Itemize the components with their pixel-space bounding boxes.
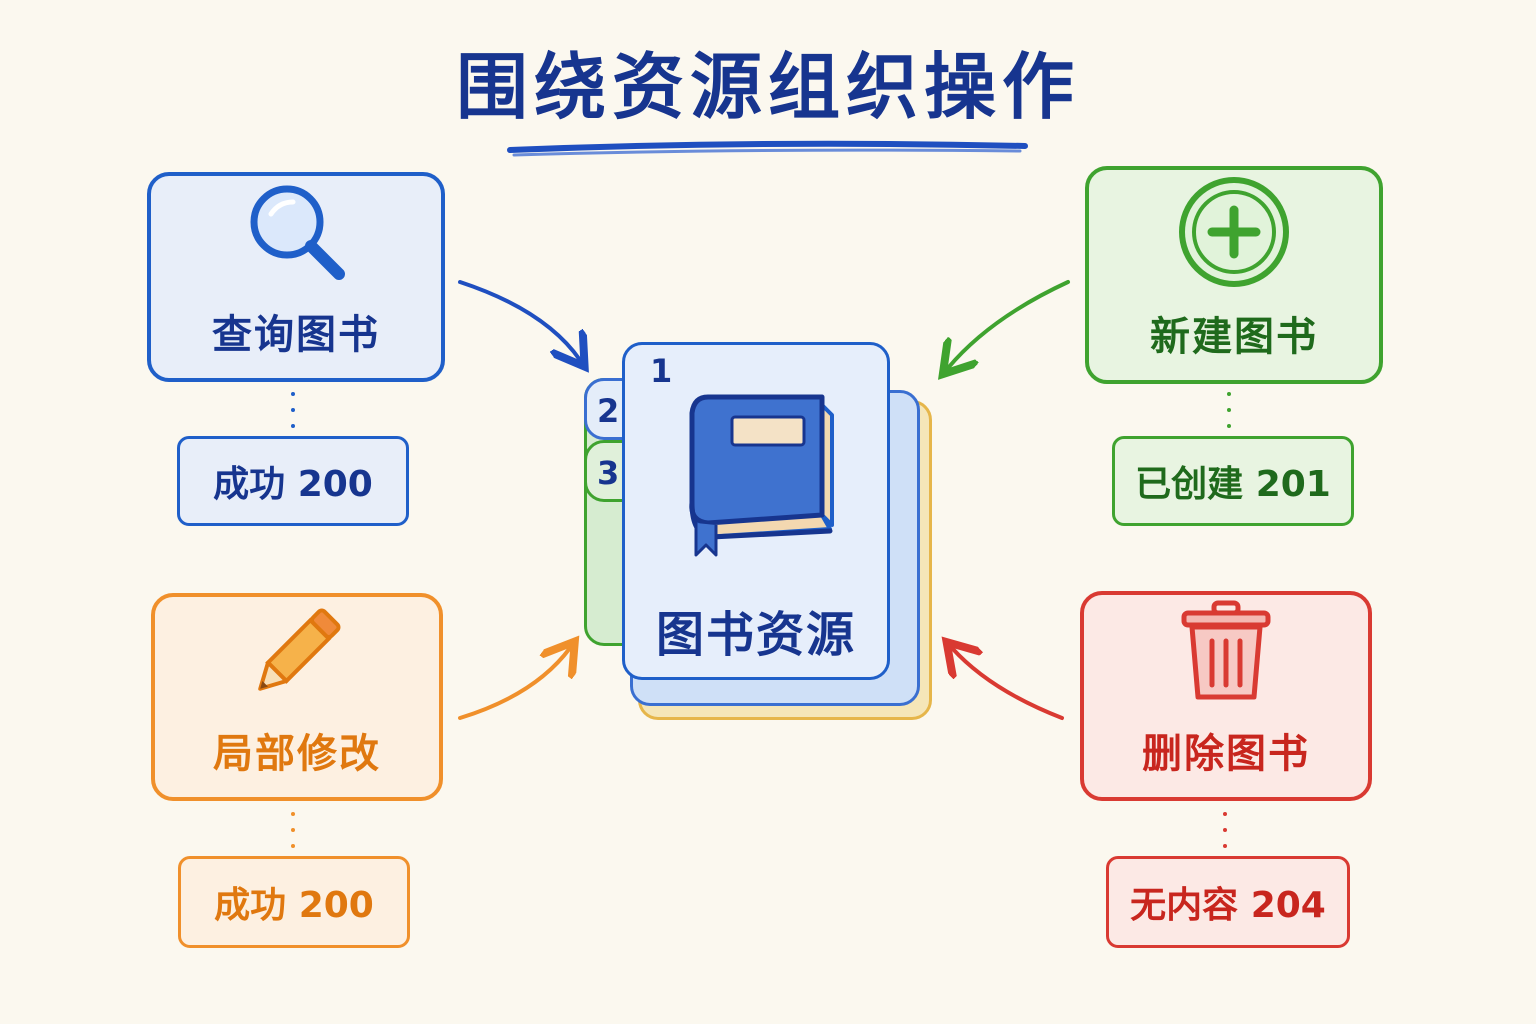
book-icon (689, 394, 834, 557)
arrow-delete (952, 648, 1064, 720)
operation-card-patch[interactable]: 局部修改 (151, 593, 443, 801)
arrow-create (948, 280, 1070, 368)
status-badge-delete: 无内容 204 (1106, 856, 1350, 948)
arrow-query (458, 280, 580, 360)
pencil-icon (237, 597, 357, 711)
resource-label: 图书资源 (655, 607, 856, 663)
plus-circle-icon (1176, 174, 1292, 294)
connector-dots-patch (291, 812, 295, 848)
magnifier-icon (241, 178, 351, 292)
arrow-patch (458, 648, 570, 720)
connector-dots-query (291, 392, 295, 428)
connector-dots-delete (1223, 812, 1227, 848)
trash-icon (1176, 597, 1276, 711)
operation-card-create[interactable]: 新建图书 (1085, 166, 1383, 384)
operation-card-delete[interactable]: 删除图书 (1080, 591, 1372, 801)
operation-label: 新建图书 (1150, 314, 1318, 360)
tab-number: 3 (597, 454, 620, 492)
status-badge-patch: 成功 200 (178, 856, 410, 948)
status-badge-create: 已创建 201 (1112, 436, 1354, 526)
status-badge-query: 成功 200 (177, 436, 409, 526)
operation-label: 删除图书 (1142, 731, 1310, 777)
operation-card-query[interactable]: 查询图书 (147, 172, 445, 382)
operation-label: 局部修改 (213, 731, 381, 777)
operation-label: 查询图书 (212, 312, 380, 358)
page-title: 围绕资源组织操作 (455, 45, 1080, 129)
title-underline (507, 140, 1028, 157)
tab-number: 2 (597, 392, 620, 430)
tab-number: 1 (650, 352, 673, 390)
connector-dots-create (1227, 392, 1231, 428)
